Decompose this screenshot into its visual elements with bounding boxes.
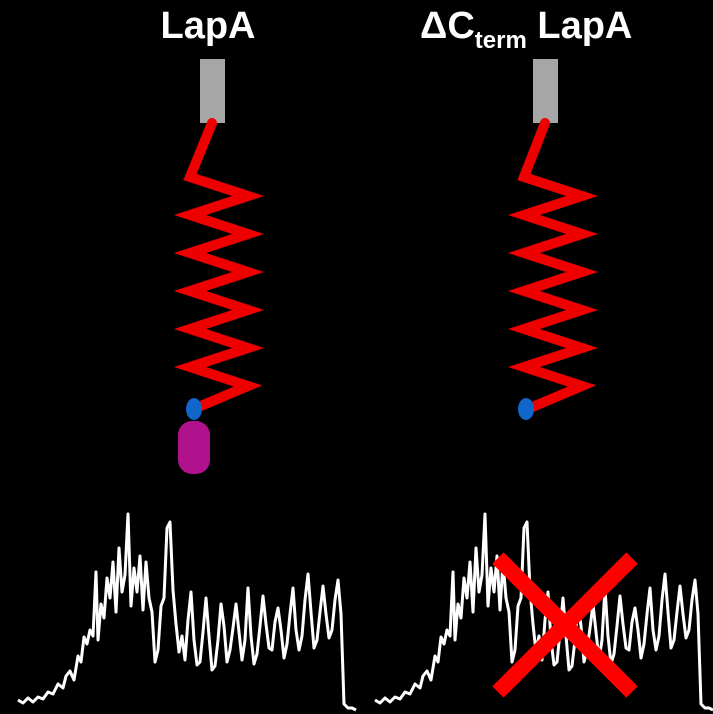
surface-anchor	[533, 59, 558, 123]
spring-repeat-domain	[173, 118, 265, 413]
title-subscript: term	[475, 27, 527, 54]
panel-title-delta-cterm-lapa: ΔCterm LapA	[420, 5, 632, 54]
c-terminal-domain	[178, 421, 210, 474]
panel-lapa: LapA	[17, 5, 357, 712]
title-suffix: LapA	[527, 5, 633, 47]
title-prefix: ΔC	[420, 5, 475, 47]
surface-anchor	[200, 59, 225, 123]
force-extension-trace-lapa	[17, 512, 357, 712]
panel-delta-cterm-lapa: ΔCterm LapA	[374, 5, 713, 712]
terminal-bead	[186, 398, 202, 420]
force-extension-trace-delta-cterm	[374, 512, 713, 712]
cross-out-mark	[492, 552, 638, 698]
spring-repeat-domain	[507, 118, 599, 413]
panel-title-lapa: LapA	[161, 5, 256, 47]
terminal-bead	[518, 398, 534, 420]
cross-stroke-2	[492, 552, 638, 698]
